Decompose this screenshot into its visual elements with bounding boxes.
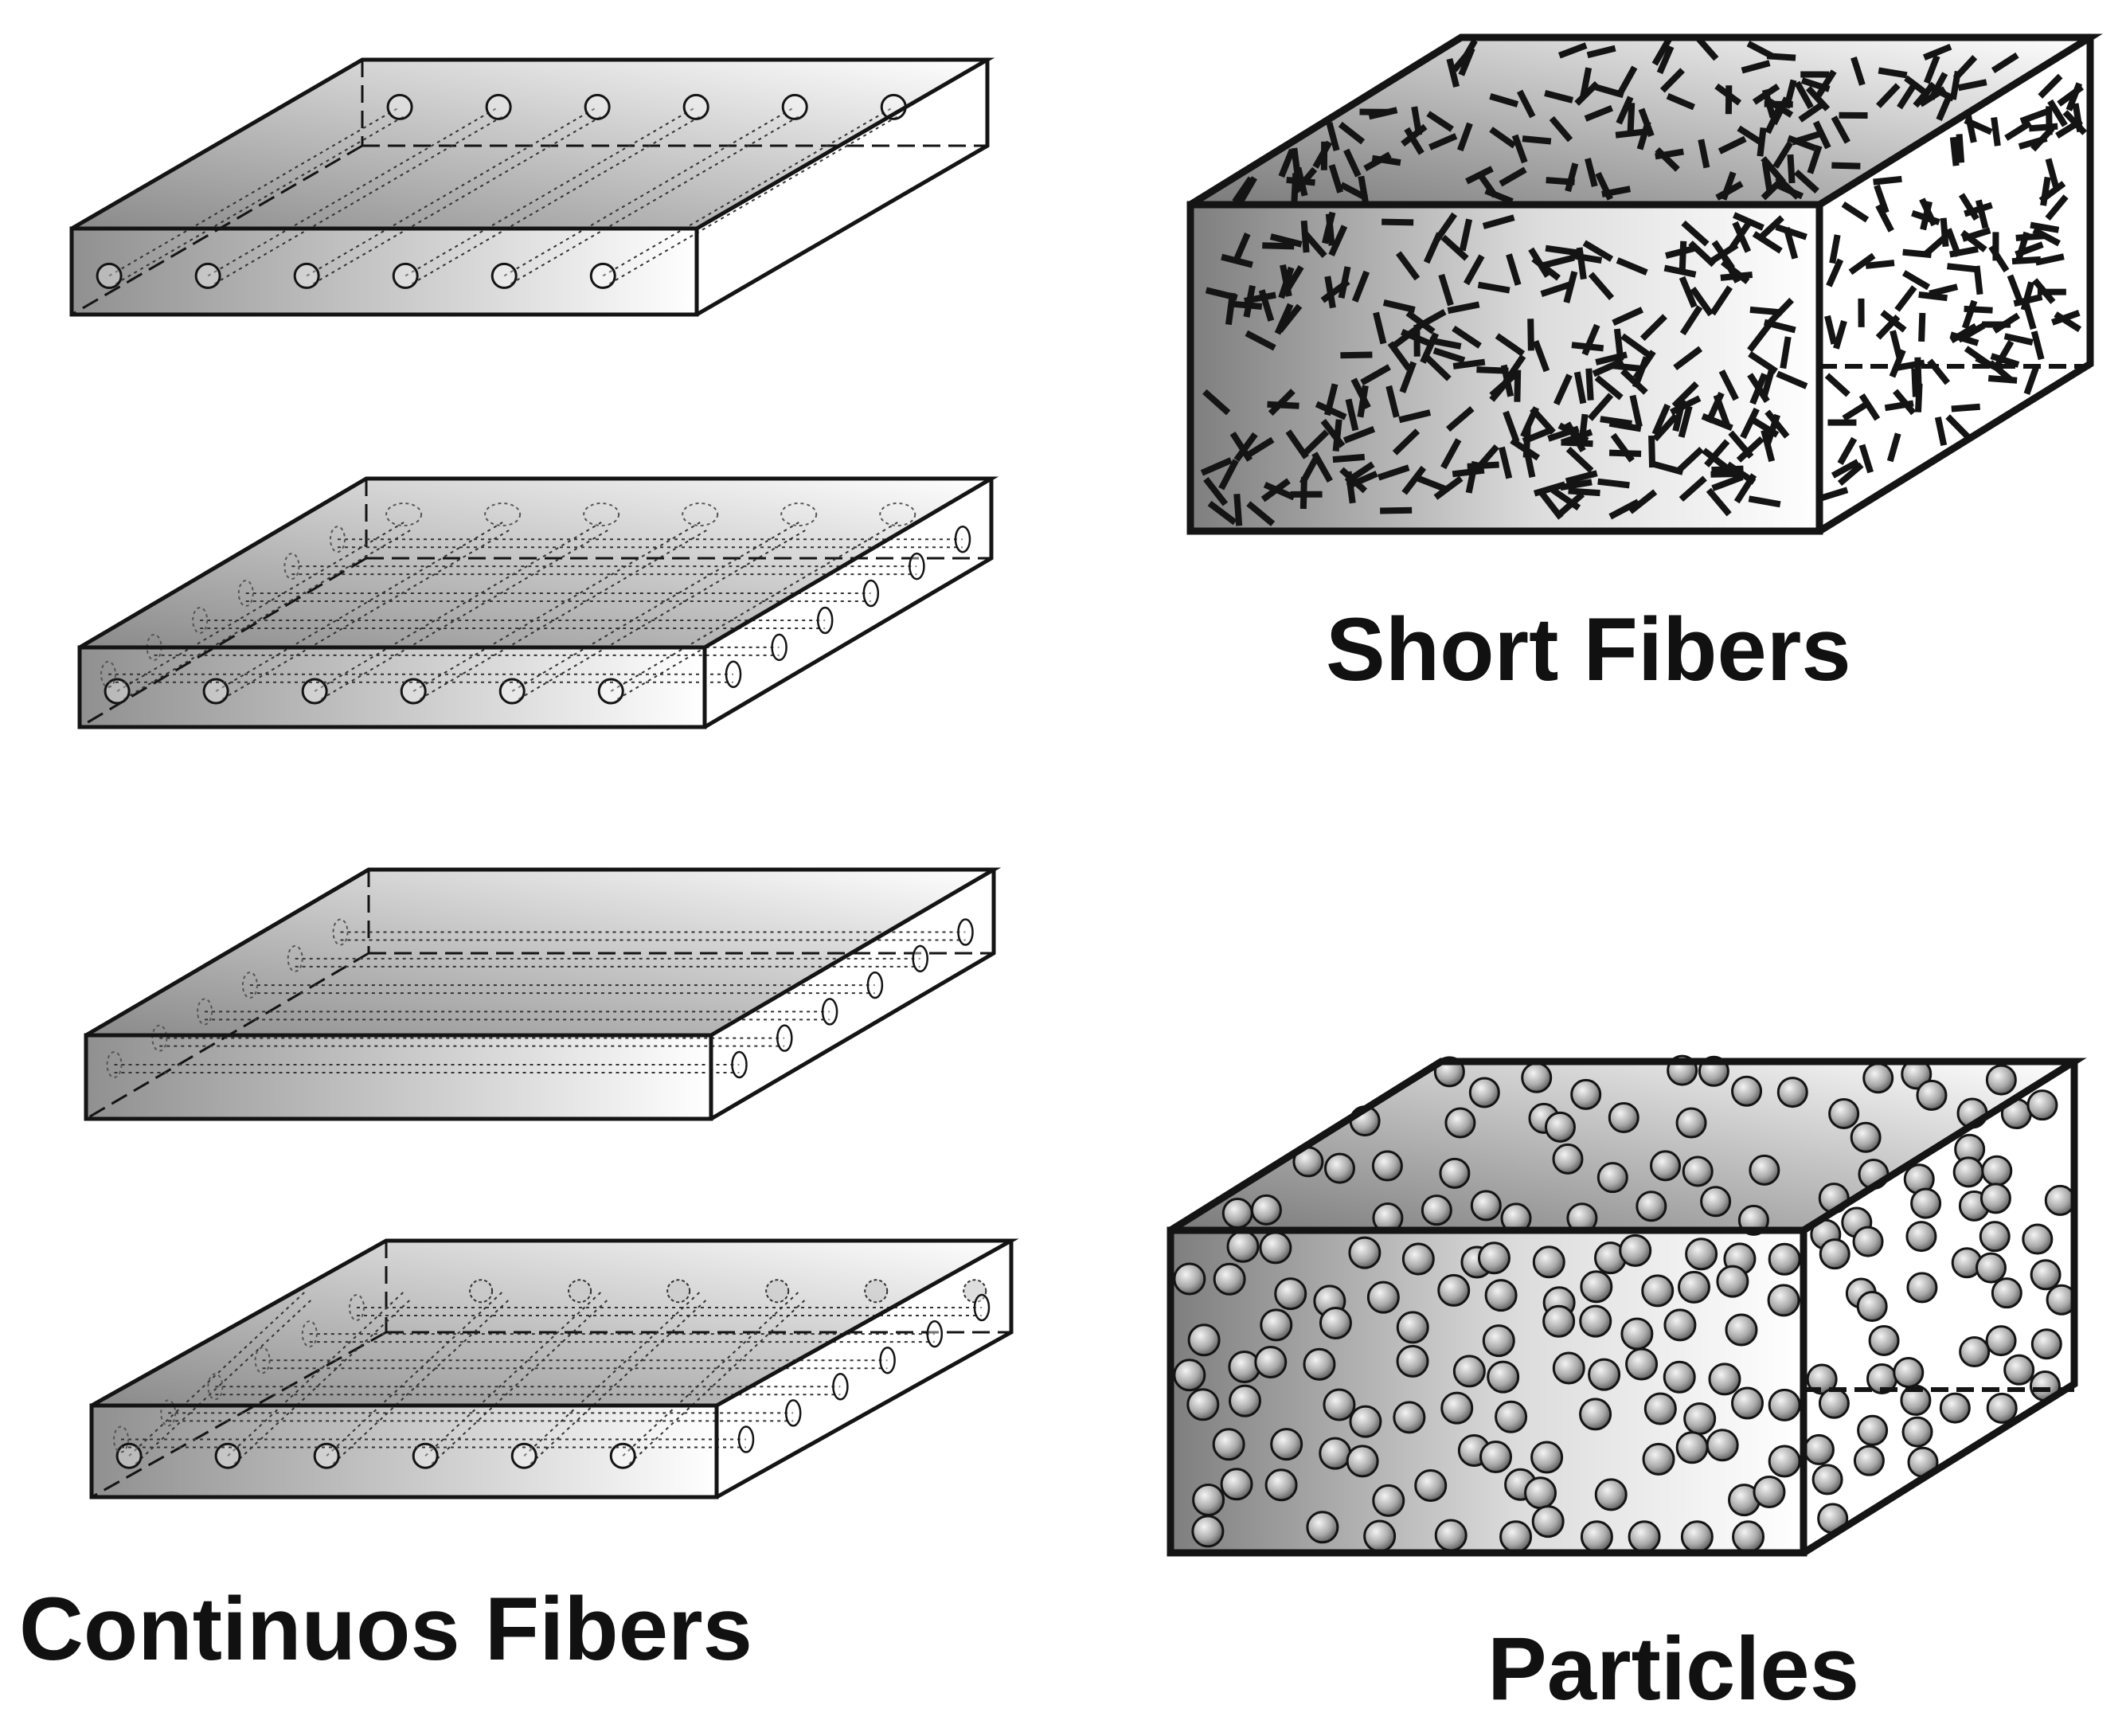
short-fiber-block-icon — [1186, 33, 2103, 535]
particle-block-icon — [1167, 1054, 2087, 1557]
short-fibers-caption: Short Fibers — [1326, 600, 1851, 699]
particles-caption: Particles — [1487, 1619, 1859, 1718]
continuous-fiber-laminae-icon — [69, 57, 1019, 1499]
continuous-fibers-caption: Continuos Fibers — [19, 1579, 752, 1679]
